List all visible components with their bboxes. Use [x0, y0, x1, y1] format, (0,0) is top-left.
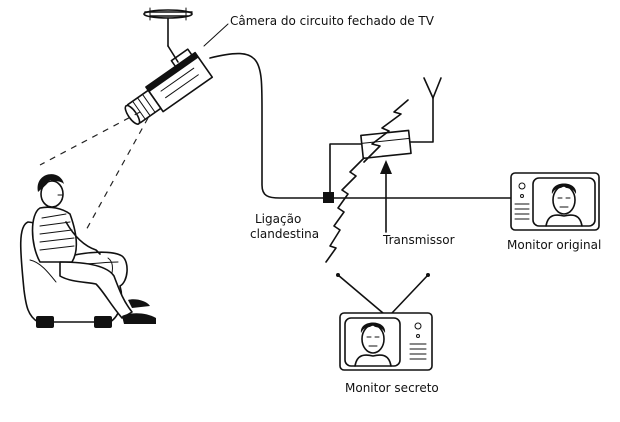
person-in-armchair: [19, 174, 156, 328]
radio-wave-upper: [363, 99, 409, 163]
transmitter-box: [360, 129, 412, 160]
camera-label-leader: [203, 23, 229, 47]
secret-monitor-label: Monitor secreto: [345, 381, 439, 395]
view-line-left: [39, 111, 141, 166]
secret-monitor: [336, 273, 433, 371]
original-monitor-controls: [514, 182, 530, 220]
camera-cable: [209, 52, 325, 199]
original-monitor: [510, 172, 600, 231]
transmitter-arrowhead: [380, 160, 392, 174]
tap-connector: [323, 192, 334, 203]
tap-label-line2: clandestina: [250, 227, 319, 241]
original-monitor-label: Monitor original: [507, 238, 601, 252]
transmitter-antenna: [409, 77, 442, 143]
tap-branch: [329, 143, 363, 193]
ceiling-mount: [143, 7, 193, 63]
view-line-right: [84, 117, 149, 233]
transmitter-label: Transmissor: [382, 233, 455, 247]
secret-monitor-face: [354, 322, 392, 367]
secret-monitor-controls: [409, 322, 427, 360]
cctv-camera: [124, 48, 214, 125]
radio-wave-lower: [325, 157, 365, 263]
original-monitor-face: [545, 183, 583, 227]
camera-label: Câmera do circuito fechado de TV: [230, 14, 435, 28]
tap-label-line1: Ligação: [255, 212, 301, 226]
